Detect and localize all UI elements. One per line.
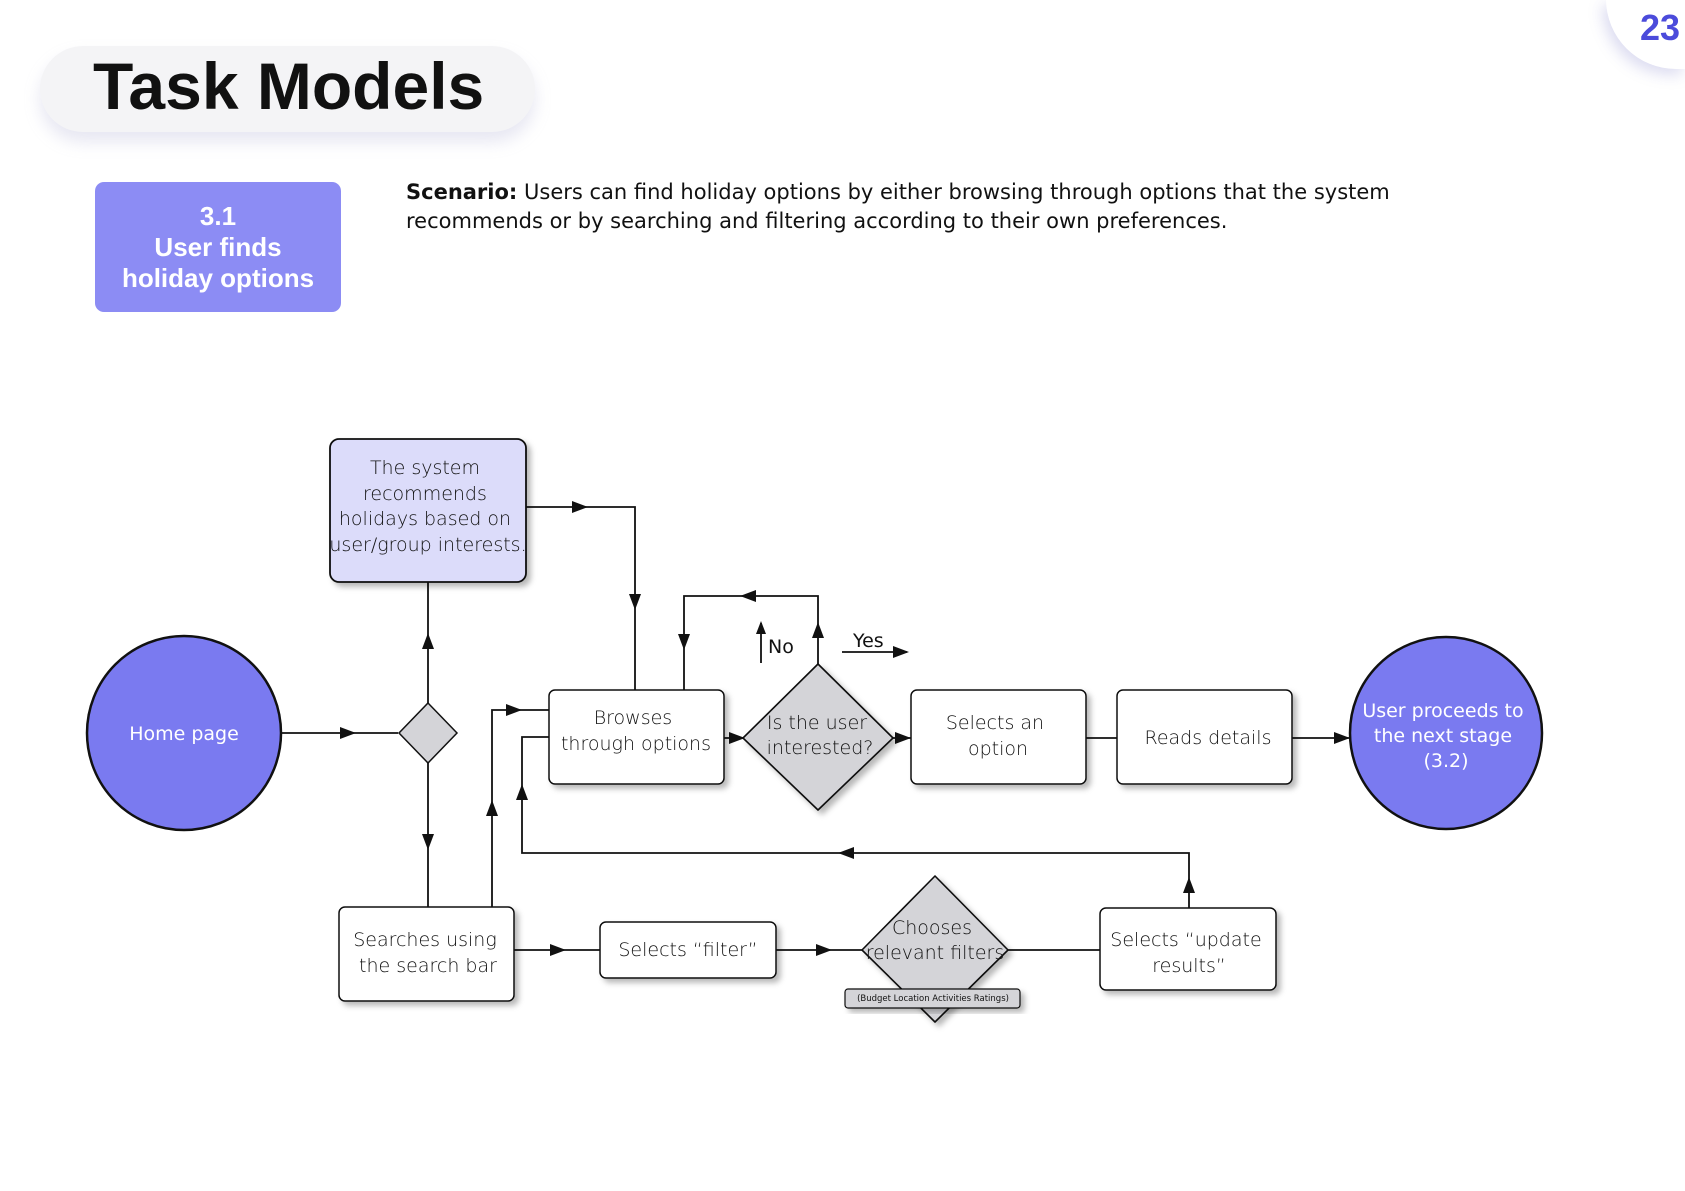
section-badge: 3.1 User finds holiday options xyxy=(95,182,341,312)
update-results-line-2: results” xyxy=(1152,955,1226,977)
arrowhead xyxy=(550,944,566,956)
next-stage-line-1: User proceeds to xyxy=(1362,700,1523,722)
chooses-line-2: relevant filters xyxy=(866,942,1005,964)
split-diamond xyxy=(397,701,459,765)
arrowhead xyxy=(729,732,745,744)
svg-text:Is the user interested?: Is the user interested? xyxy=(767,712,874,759)
arrowhead xyxy=(816,944,832,956)
title-pill xyxy=(40,46,535,132)
node-system-recommends: The system recommends holidays based on … xyxy=(329,438,527,583)
node-chooses-filters: Chooses relevant filters (Budget Locatio… xyxy=(844,875,1021,1023)
scenario-text: Users can find holiday options by either… xyxy=(406,180,1390,233)
arrowhead xyxy=(629,594,641,610)
next-stage-line-2: the next stage xyxy=(1374,725,1512,747)
arrowhead xyxy=(740,590,756,602)
arrowhead xyxy=(893,646,909,658)
yes-label: Yes xyxy=(852,630,884,652)
svg-text:User proceeds to the nex: User proceeds to the next stage (3.2) xyxy=(1362,700,1529,772)
scenario-description: Scenario: Users can find holiday options… xyxy=(406,178,1526,236)
node-searches: Searches using the search bar xyxy=(338,906,515,1002)
node-selects-option: Selects an option xyxy=(910,689,1087,785)
interested-line-2: interested? xyxy=(767,737,874,759)
filter-types-label: (Budget Location Activities Ratings) xyxy=(857,994,1009,1004)
arrowhead xyxy=(506,704,522,716)
connector-recommend-to-browse xyxy=(526,506,636,690)
svg-text:Searches using the searc: Searches using the search bar xyxy=(353,929,503,977)
recommend-line-1: The system xyxy=(370,457,480,479)
svg-text:Browses through options: Browses through options xyxy=(561,707,711,755)
recommend-line-4: user/group interests. xyxy=(329,534,526,556)
arrowhead xyxy=(422,834,434,850)
connector-update-loop xyxy=(521,736,1190,908)
filter-types-box xyxy=(844,988,1021,1009)
svg-text:Selects “update results”: Selects “update results” xyxy=(1110,929,1267,977)
browse-line-2: through options xyxy=(561,733,711,755)
node-home-page: Home page xyxy=(85,634,283,832)
arrowhead xyxy=(486,800,498,816)
page-number: 23 xyxy=(1639,7,1680,48)
connector-no-loop xyxy=(683,595,819,690)
node-user-interested-decision: Is the user interested? xyxy=(742,663,894,811)
page-title: Task Models xyxy=(93,49,485,123)
arrowhead xyxy=(756,621,766,634)
svg-text:The system recommends: The system recommends holidays based on … xyxy=(329,457,526,556)
arrowhead xyxy=(1183,877,1195,893)
recommend-line-2: recommends xyxy=(363,483,487,505)
arrowhead xyxy=(838,847,854,859)
home-circle xyxy=(85,634,283,832)
svg-text:Chooses relevant filters: Chooses relevant filters xyxy=(866,917,1005,964)
section-number: 3.1 xyxy=(199,200,237,231)
node-next-stage: User proceeds to the next stage (3.2) xyxy=(1348,635,1544,831)
node-selects-filter: Selects “filter” xyxy=(599,921,777,979)
searches-line-1: Searches using xyxy=(353,929,497,951)
chooses-line-1: Chooses xyxy=(892,917,972,939)
update-results-line-1: Selects “update xyxy=(1110,929,1261,951)
selects-filter-label: Selects “filter” xyxy=(618,939,757,961)
arrowhead xyxy=(1334,732,1350,744)
arrowhead xyxy=(895,732,911,744)
svg-text:Selects an option: Selects an option xyxy=(946,712,1050,760)
arrowhead xyxy=(422,633,434,649)
browse-line-1: Browses xyxy=(594,707,673,729)
section-title-line1: User finds xyxy=(154,231,282,262)
arrowhead xyxy=(572,501,588,513)
home-label: Home page xyxy=(129,723,239,745)
next-stage-line-3: (3.2) xyxy=(1423,750,1468,772)
arrowhead xyxy=(812,622,824,638)
node-browse-options: Browses through options xyxy=(548,689,725,785)
node-reads-details: Reads details xyxy=(1116,689,1293,785)
node-update-results: Selects “update results” xyxy=(1099,907,1277,991)
scenario-label: Scenario: xyxy=(406,180,518,204)
selects-option-line-1: Selects an xyxy=(946,712,1044,734)
selects-option-line-2: option xyxy=(968,738,1028,760)
recommend-line-3: holidays based on xyxy=(339,508,511,530)
section-title-line2: holiday options xyxy=(121,262,315,293)
arrowhead xyxy=(516,784,528,800)
arrowhead xyxy=(340,727,356,739)
arrowheads xyxy=(340,501,1350,956)
interested-line-1: Is the user xyxy=(767,712,867,734)
searches-line-2: the search bar xyxy=(359,955,497,977)
reads-details-label: Reads details xyxy=(1145,727,1272,749)
arrowhead xyxy=(678,634,690,650)
no-label: No xyxy=(768,636,794,658)
connector-search-to-browse xyxy=(491,709,549,907)
